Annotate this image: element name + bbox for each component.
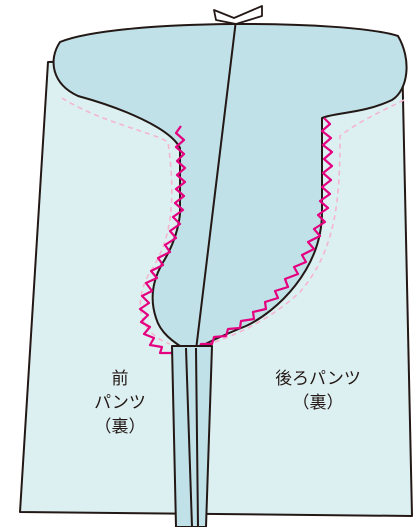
front-label-line-2: パンツ [94,393,146,413]
back-label-line-1: 後ろパンツ [275,369,361,389]
zigzag-stitch-left [138,125,191,361]
back-pants-label: 後ろパンツ （裏） [262,367,374,415]
back-label-line-2: （裏） [292,393,344,413]
front-label-line-1: 前 [111,369,129,389]
center-seam-line [195,19,237,351]
seam-guide-left [61,97,173,345]
waistband-inner [52,22,408,353]
front-pants-leg [171,345,213,527]
front-leg-crease-right [195,347,199,527]
hanging-loop-tag [213,5,263,25]
front-leg-crease-left [185,347,193,527]
front-label-line-3: （裏） [94,417,146,437]
seam-guide-right [195,99,405,349]
front-pants-label: 前 パンツ （裏） [78,367,162,439]
zigzag-stitch-right [189,117,334,354]
